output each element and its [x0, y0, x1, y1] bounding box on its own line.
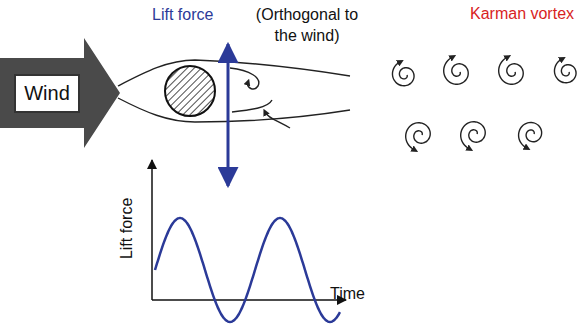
- vortex: [554, 59, 576, 83]
- vortex: [406, 123, 431, 150]
- axis-label: Lift force: [118, 197, 139, 258]
- vortex: [461, 122, 486, 149]
- vortex: [519, 122, 542, 148]
- streamlines: [118, 60, 350, 128]
- orthogonal-note: (Orthogonal to the wind): [248, 5, 366, 47]
- axis-label: Time: [330, 284, 365, 305]
- wind-label: Wind: [14, 74, 80, 113]
- vortex: [392, 62, 414, 86]
- karman-vortices: [392, 57, 576, 150]
- arrow-fill: [0, 38, 120, 148]
- wind-arrow: Wind: [0, 38, 122, 148]
- vortex: [444, 57, 469, 84]
- lift-force-wave: [155, 218, 340, 322]
- lift-force-label: Lift force: [152, 5, 213, 26]
- karman-vortex-label: Karman vortex: [470, 4, 574, 25]
- cylinder: [165, 66, 215, 116]
- graph-axes: [152, 160, 346, 300]
- lift-force-arrow: [227, 44, 230, 186]
- vortex: [499, 57, 524, 84]
